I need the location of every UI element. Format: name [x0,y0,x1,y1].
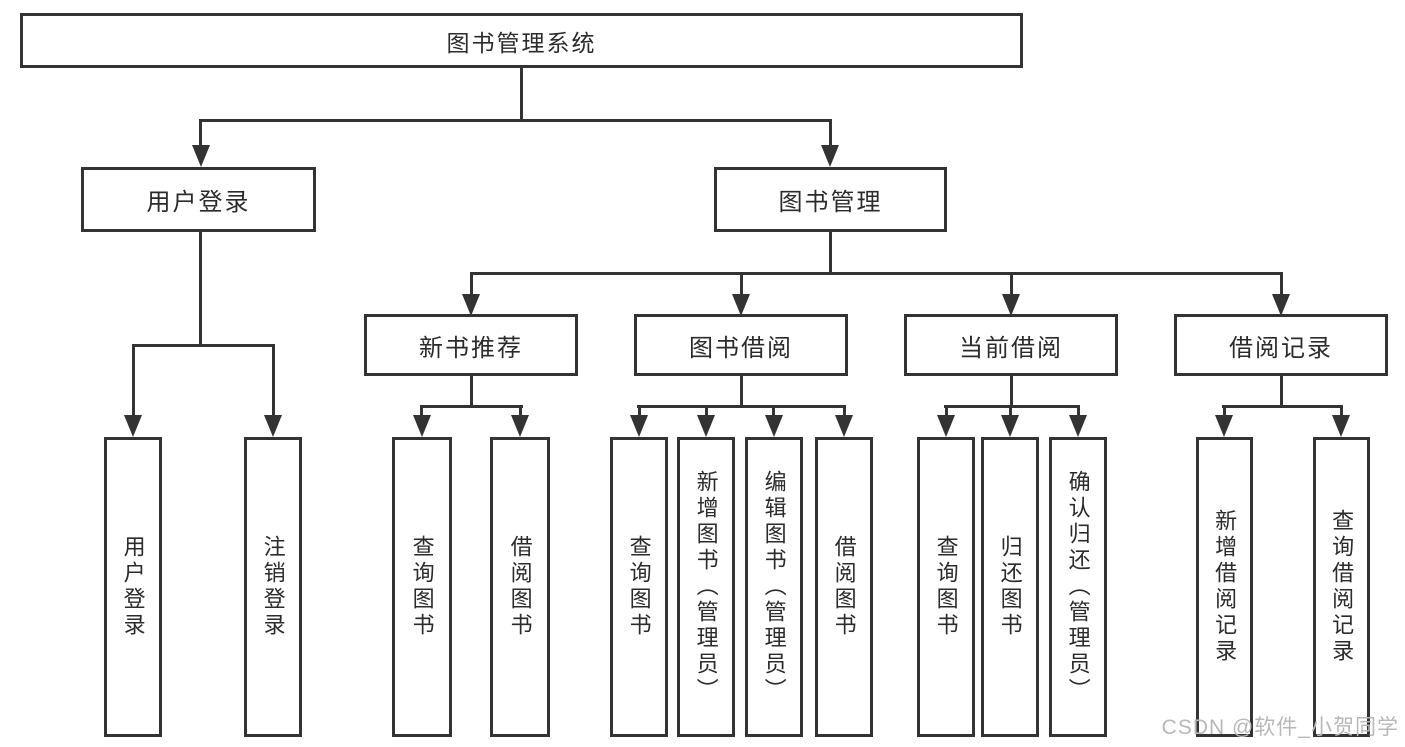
node-new-book-recommend: 新书推荐 [364,314,578,376]
leaf-user-login-label: 用户登录 [120,535,146,639]
connector-l1-left-stem [199,119,202,147]
connector-new-book-leaf1-stem [420,405,423,417]
connector-new-book-leaf2-stem [519,405,522,417]
arrowhead-book-borrow [732,294,750,316]
arrowhead-return-books [1001,415,1019,437]
csdn-watermark: CSDN @软件_小贺同学 [1161,716,1399,739]
connector-book-borrow-stem [740,375,743,408]
leaf-add-books-admin-label: 新增图书（管理员） [693,470,719,704]
connector-new-book-stem [470,375,473,408]
connector-user-login-stem [199,231,202,345]
connector-book-borrow-leaf1-stem [638,405,641,417]
arrowhead-add-books-admin [697,415,715,437]
leaf-borrow-books-2-label: 借阅图书 [831,535,857,639]
leaf-add-borrow-record-label: 新增借阅记录 [1212,509,1238,665]
leaf-query-borrow-record: 查询借阅记录 [1313,437,1370,737]
arrowhead-query-borrow-record [1332,415,1350,437]
connector-borrow-records-bar [1222,405,1343,408]
leaf-query-books-3-label: 查询图书 [933,535,959,639]
arrowhead-leaf-user-login [124,415,142,437]
connector-l2-stem-2 [740,272,743,294]
connector-borrow-records-leaf2-stem [1340,405,1343,417]
leaf-user-login: 用户登录 [104,437,162,737]
node-root-label: 图书管理系统 [446,29,597,56]
arrowhead-confirm-return-admin [1069,415,1087,437]
leaf-edit-books-admin: 编辑图书（管理员） [745,437,803,737]
leaf-logout-label: 注销登录 [260,535,286,639]
arrowhead-borrow-books-2 [835,415,853,437]
leaf-query-books-2: 查询图书 [610,437,668,737]
leaf-confirm-return-admin-label: 确认归还（管理员） [1065,470,1091,704]
node-current-borrow: 当前借阅 [904,314,1118,376]
arrowhead-borrow-records [1272,294,1290,316]
connector-book-management-stem [829,231,832,275]
arrowhead-query-books-2 [630,415,648,437]
leaf-edit-books-admin-label: 编辑图书（管理员） [761,470,787,704]
arrowhead-query-books-3 [937,415,955,437]
leaf-query-books-1: 查询图书 [392,437,452,737]
connector-book-borrow-leaf4-stem [843,405,846,417]
leaf-confirm-return-admin: 确认归还（管理员） [1049,437,1107,737]
arrowhead-borrow-books-1 [511,415,529,437]
leaf-borrow-books-2: 借阅图书 [815,437,873,737]
leaf-return-books-label: 归还图书 [997,535,1023,639]
leaf-return-books: 归还图书 [981,437,1039,737]
connector-root-stem [520,68,523,120]
node-user-login: 用户登录 [81,167,316,232]
node-book-management: 图书管理 [714,167,947,232]
connector-book-borrow-leaf2-stem [705,405,708,417]
arrowhead-query-books-1 [413,415,431,437]
arrowhead-current-borrow [1002,294,1020,316]
connector-current-borrow-leaf1-stem [945,405,948,417]
connector-book-borrow-bar [637,405,846,408]
connector-current-borrow-stem [1010,375,1013,408]
connector-l1-bar [199,119,832,122]
leaf-query-books-2-label: 查询图书 [626,535,652,639]
connector-user-login-bar [132,344,275,347]
leaf-query-borrow-record-label: 查询借阅记录 [1329,509,1355,665]
arrowhead-book-management [821,145,839,167]
connector-l2-stem-3 [1010,272,1013,294]
leaf-borrow-books-1-label: 借阅图书 [507,535,533,639]
connector-l2-stem-4 [1280,272,1283,294]
arrowhead-leaf-logout [264,415,282,437]
arrowhead-user-login [192,145,210,167]
connector-borrow-records-stem [1280,375,1283,408]
connector-l2-stem-1 [470,272,473,294]
leaf-add-books-admin: 新增图书（管理员） [677,437,735,737]
node-new-book-recommend-label: 新书推荐 [419,334,523,362]
leaf-query-books-3: 查询图书 [917,437,975,737]
node-user-login-label: 用户登录 [146,189,251,216]
node-book-borrow-label: 图书借阅 [689,334,793,362]
leaf-query-books-1-label: 查询图书 [409,535,435,639]
leaf-logout: 注销登录 [244,437,302,737]
node-book-borrow: 图书借阅 [634,314,848,376]
leaf-borrow-books-1: 借阅图书 [490,437,550,737]
connector-current-borrow-leaf2-stem [1009,405,1012,417]
node-book-management-label: 图书管理 [778,189,883,216]
connector-user-login-leaf2-stem [272,344,275,415]
connector-current-borrow-leaf3-stem [1077,405,1080,417]
connector-l1-right-stem [829,119,832,147]
connector-borrow-records-leaf1-stem [1223,405,1226,417]
connector-new-book-bar [420,405,523,408]
connector-l2-bar [470,272,1283,275]
node-current-borrow-label: 当前借阅 [959,334,1063,362]
connector-user-login-leaf1-stem [132,344,135,415]
connector-book-borrow-leaf3-stem [772,405,775,417]
leaf-add-borrow-record: 新增借阅记录 [1196,437,1253,737]
arrowhead-add-borrow-record [1215,415,1233,437]
node-borrow-records-label: 借阅记录 [1229,334,1333,362]
node-root: 图书管理系统 [20,13,1023,68]
node-borrow-records: 借阅记录 [1174,314,1388,376]
arrowhead-edit-books-admin [765,415,783,437]
arrowhead-new-book-recommend [462,294,480,316]
